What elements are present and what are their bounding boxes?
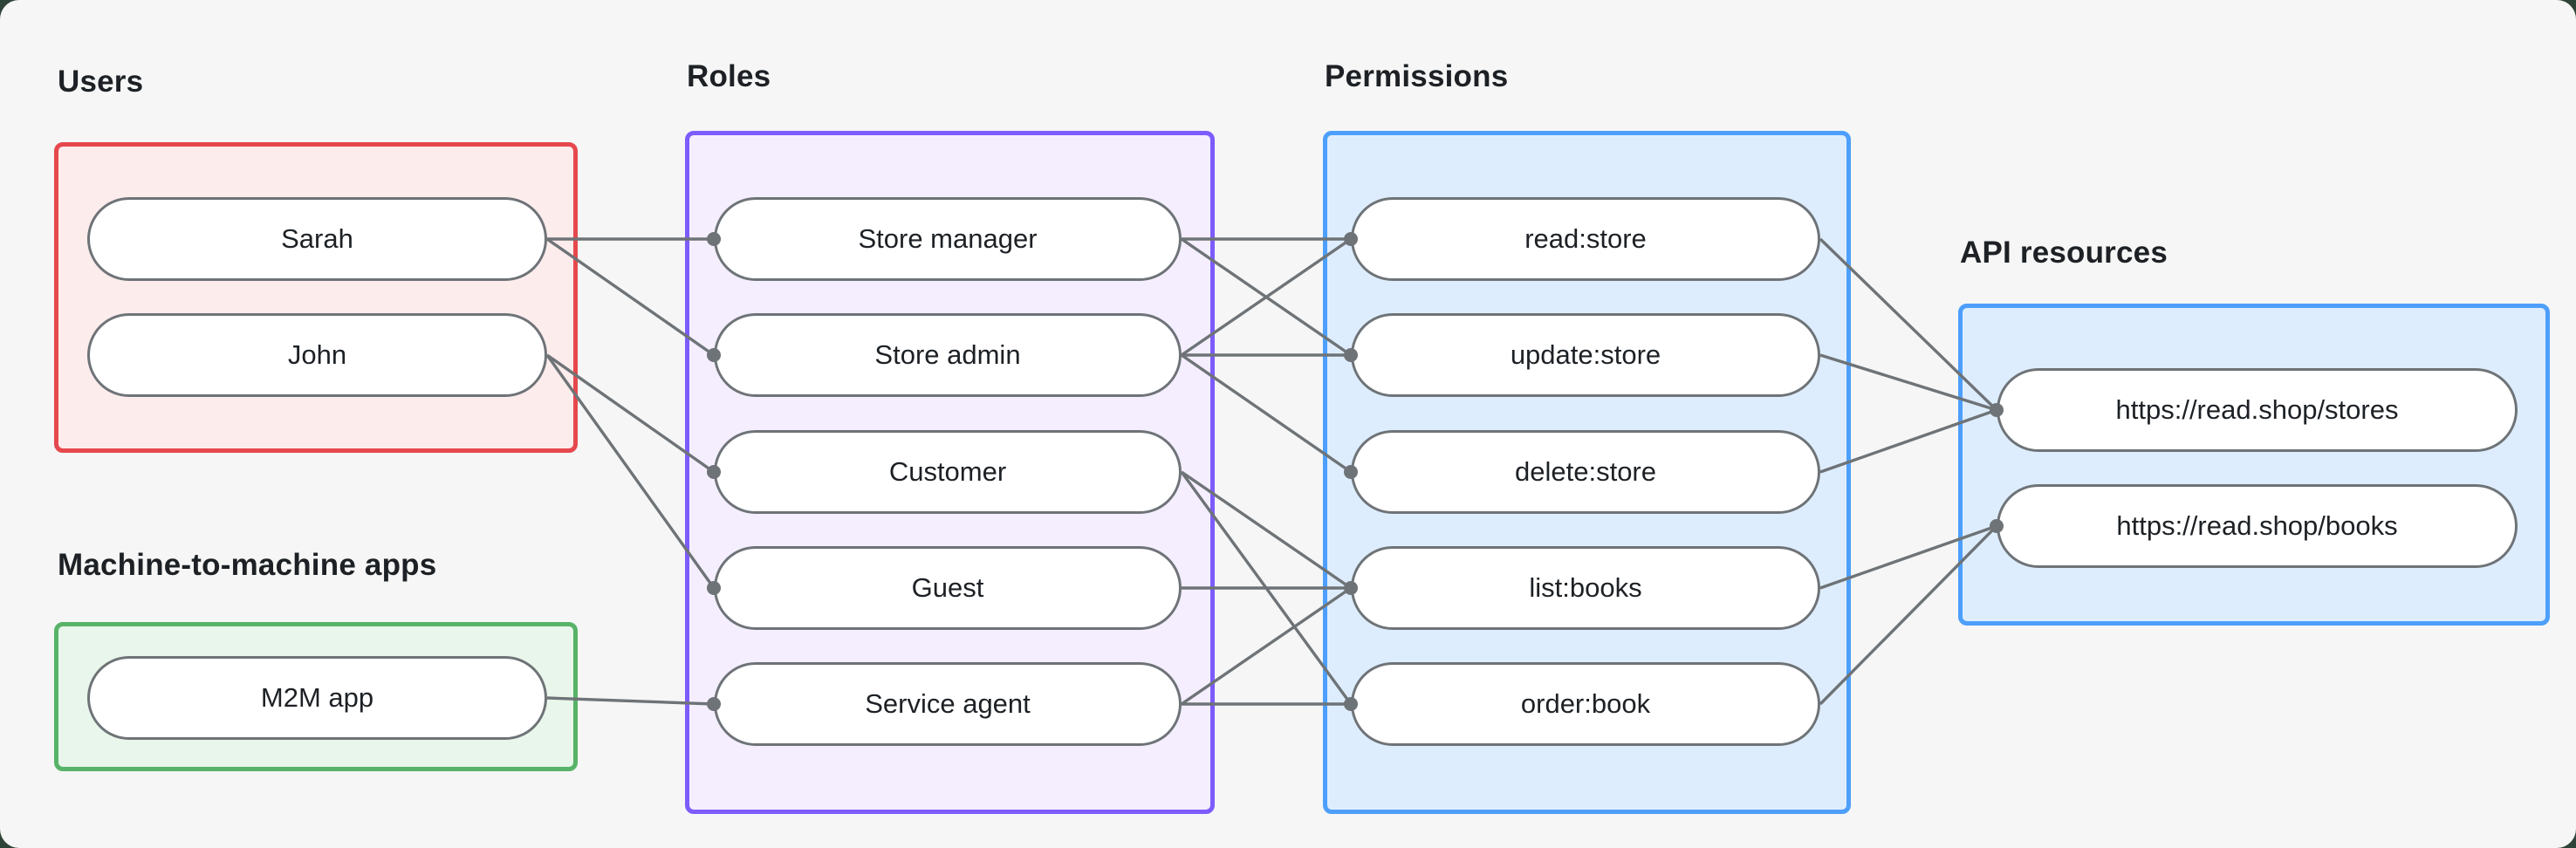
node-api-resource-books: https://read.shop/books xyxy=(1997,484,2518,568)
api-group-box xyxy=(1958,304,2550,626)
node-api-resource-stores: https://read.shop/stores xyxy=(1997,368,2518,452)
api-group-label: API resources xyxy=(1960,236,2168,270)
permissions-group-label: Permissions xyxy=(1325,59,1509,93)
node-permission-list-books: list:books xyxy=(1351,546,1820,630)
node-permission-order-book: order:book xyxy=(1351,662,1820,746)
users-group-box xyxy=(54,142,578,453)
node-user-john: John xyxy=(87,313,547,397)
node-permission-delete-store: delete:store xyxy=(1351,430,1820,514)
node-permission-read-store: read:store xyxy=(1351,197,1820,281)
m2m-group-label: Machine-to-machine apps xyxy=(58,548,437,582)
node-role-service-agent: Service agent xyxy=(714,662,1182,746)
node-role-store-admin: Store admin xyxy=(714,313,1182,397)
node-role-guest: Guest xyxy=(714,546,1182,630)
node-permission-update-store: update:store xyxy=(1351,313,1820,397)
node-role-store-manager: Store manager xyxy=(714,197,1182,281)
node-role-customer: Customer xyxy=(714,430,1182,514)
node-m2m-app: M2M app xyxy=(87,656,547,740)
roles-group-label: Roles xyxy=(687,59,771,93)
users-group-label: Users xyxy=(58,65,144,99)
node-user-sarah: Sarah xyxy=(87,197,547,281)
